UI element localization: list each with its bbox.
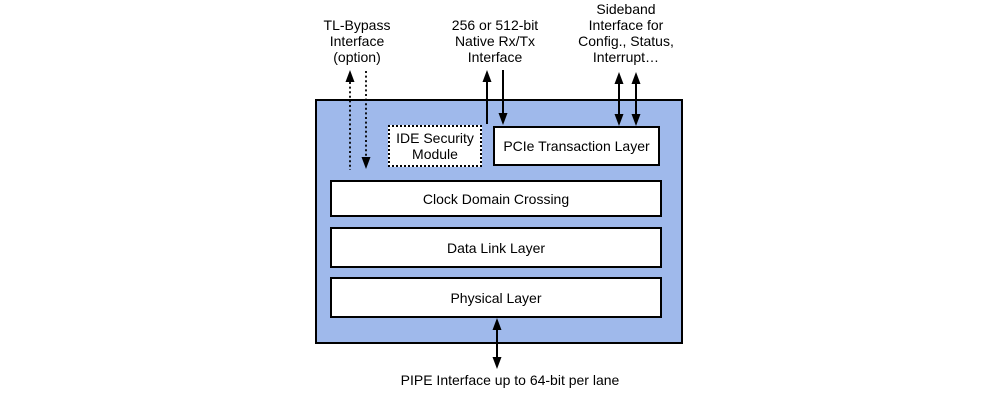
block-data-link-layer: Data Link Layer	[330, 227, 662, 268]
label-line: (option)	[333, 49, 381, 65]
block-label-clock-domain-crossing: Clock Domain Crossing	[422, 190, 570, 207]
label-sideband-interface: Sideband Interface for Config., Status, …	[548, 1, 704, 65]
block-physical-layer: Physical Layer	[330, 277, 662, 318]
label-line: Interface	[329, 33, 385, 49]
block-pcie-transaction-layer: PCIe Transaction Layer	[493, 126, 660, 166]
block-ide-security-module: IDE Security Module	[388, 125, 482, 167]
label-line: 256 or 512-bit	[451, 17, 539, 33]
block-clock-domain-crossing: Clock Domain Crossing	[330, 180, 662, 217]
block-label-pcie-transaction-layer: PCIe Transaction Layer	[503, 138, 650, 154]
block-label-ide-security-module: IDE Security Module	[396, 130, 474, 162]
block-label-data-link-layer: Data Link Layer	[446, 239, 546, 256]
label-pipe-interface: PIPE Interface up to 64-bit per lane	[360, 372, 660, 388]
label-line: TL-Bypass	[323, 17, 391, 33]
label-line: Interface	[467, 49, 523, 65]
label-line: Interface for	[588, 17, 664, 33]
block-label-physical-layer: Physical Layer	[450, 289, 542, 306]
label-tl-bypass-interface: TL-Bypass Interface (option)	[287, 17, 427, 65]
label-line: PIPE Interface up to 64-bit per lane	[400, 372, 620, 388]
label-line: Native Rx/Tx	[454, 33, 536, 49]
label-line: Config., Status,	[578, 33, 674, 49]
label-line: Interrupt…	[592, 49, 660, 65]
label-native-rx-tx-interface: 256 or 512-bit Native Rx/Tx Interface	[425, 17, 565, 65]
label-line: Sideband	[596, 1, 656, 17]
